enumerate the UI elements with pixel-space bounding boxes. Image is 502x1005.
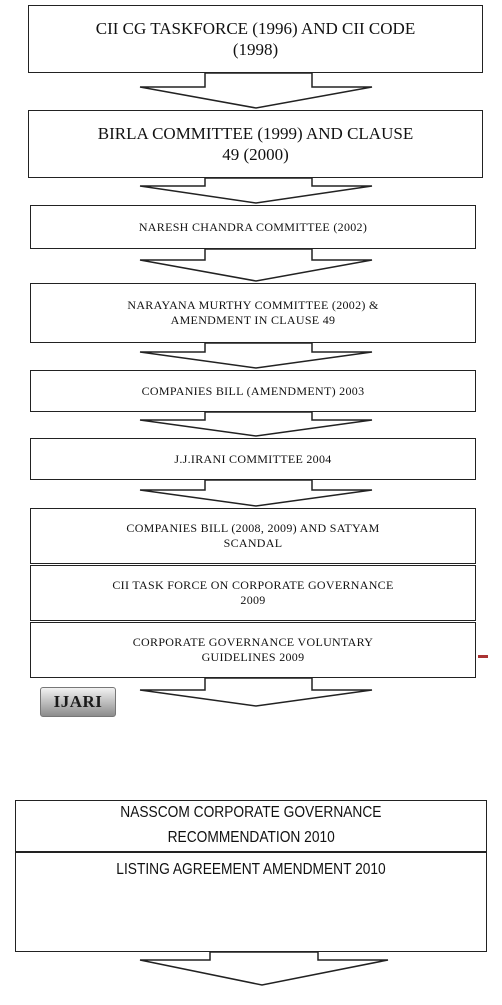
- box-line: GUIDELINES 2009: [201, 650, 305, 664]
- badge-label: IJARI: [53, 692, 103, 711]
- flow-box-companies-bill-2003: COMPANIES BILL (AMENDMENT) 2003: [30, 370, 476, 412]
- arrow-4: [139, 342, 373, 369]
- box-line: 2009: [240, 593, 266, 607]
- flow-box-nasscom: NASSCOM CORPORATE GOVERNANCE RECOMMENDAT…: [15, 800, 487, 852]
- box-line: BIRLA COMMITTEE (1999) AND CLAUSE: [97, 123, 414, 143]
- arrow-1: [139, 72, 373, 109]
- arrow-2: [139, 177, 373, 204]
- box-line: SCANDAL: [223, 536, 283, 550]
- box-line: LISTING AGREEMENT AMENDMENT 2010: [116, 861, 386, 878]
- flow-box-birla-committee: BIRLA COMMITTEE (1999) AND CLAUSE 49 (200…: [28, 110, 483, 178]
- box-line: COMPANIES BILL (2008, 2009) AND SATYAM: [126, 521, 380, 535]
- box-line: 49 (2000): [222, 145, 289, 164]
- box-line: AMENDMENT IN CLAUSE 49: [170, 313, 336, 327]
- arrow-5: [139, 411, 373, 437]
- box-line: CORPORATE GOVERNANCE VOLUNTARY: [132, 635, 374, 649]
- flow-box-listing-agreement: LISTING AGREEMENT AMENDMENT 2010: [15, 852, 487, 952]
- box-line: (1998): [232, 40, 279, 59]
- box-line: COMPANIES BILL (AMENDMENT) 2003: [141, 383, 365, 398]
- arrow-3: [139, 248, 373, 282]
- box-line: NASSCOM CORPORATE GOVERNANCE: [120, 804, 382, 822]
- ijari-badge: IJARI: [40, 687, 116, 717]
- box-line: J.J.IRANI COMMITTEE 2004: [174, 451, 332, 466]
- box-line: NARAYANA MURTHY COMMITTEE (2002) &: [127, 298, 379, 312]
- flow-box-narayana-murthy: NARAYANA MURTHY COMMITTEE (2002) &AMENDM…: [30, 283, 476, 343]
- arrow-6: [139, 479, 373, 507]
- box-line: CII TASK FORCE ON CORPORATE GOVERNANCE: [112, 578, 394, 592]
- arrow-7: [139, 677, 373, 707]
- box-line: RECOMMENDATION 2010: [167, 829, 335, 846]
- flow-box-cii-taskforce: CII CG TASKFORCE (1996) AND CII CODE (199…: [28, 5, 483, 73]
- box-line: NARESH CHANDRA COMMITTEE (2002): [138, 219, 368, 234]
- flow-box-jj-irani: J.J.IRANI COMMITTEE 2004: [30, 438, 476, 480]
- arrow-8: [139, 951, 389, 986]
- red-mark-decoration: [478, 655, 488, 658]
- box-line: CII CG TASKFORCE (1996) AND CII CODE: [95, 18, 416, 38]
- flow-box-naresh-chandra: NARESH CHANDRA COMMITTEE (2002): [30, 205, 476, 249]
